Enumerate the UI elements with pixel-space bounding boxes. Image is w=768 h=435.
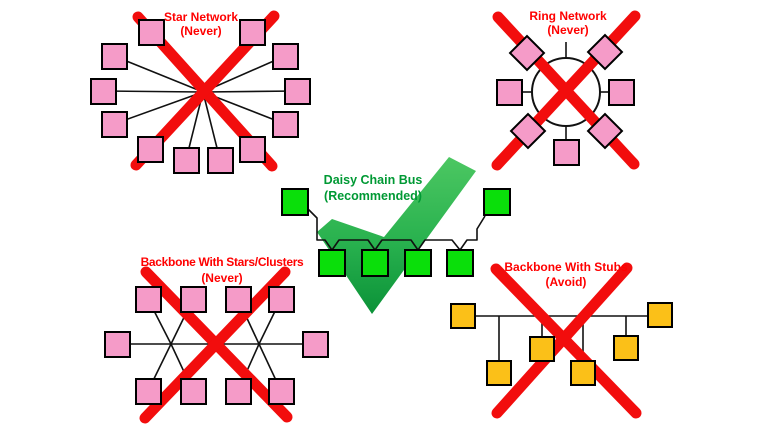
star-node [272, 111, 299, 138]
red-cross-mark [490, 262, 642, 419]
cluster-node [268, 286, 295, 313]
daisy-chain-group: Daisy Chain Bus (Recommended) [281, 157, 511, 314]
daisy-chain-verdict: (Recommended) [324, 189, 422, 203]
bus-line [307, 208, 486, 251]
link-line [202, 55, 286, 93]
cluster-node [135, 286, 162, 313]
cluster-node [135, 378, 162, 405]
bus-node [404, 249, 432, 277]
star-node [101, 43, 128, 70]
stub-node [450, 303, 476, 329]
bus-node [281, 188, 309, 216]
green-checkmark [317, 157, 476, 314]
star-node [207, 147, 234, 174]
cluster-node [268, 378, 295, 405]
star-node [138, 19, 165, 46]
star-node [101, 111, 128, 138]
cluster-node [180, 378, 207, 405]
stub-node [486, 360, 512, 386]
ring-node [608, 79, 635, 106]
stub-node [613, 335, 639, 361]
star-network-group: Star Network (Never) [90, 10, 311, 174]
bus-node [483, 188, 511, 216]
ring-node-diamond [586, 33, 624, 71]
star-node [137, 136, 164, 163]
ring-node [553, 139, 580, 166]
ring-title: Ring Network [529, 9, 607, 23]
backbone-stubs-title: Backbone With Stubs [504, 260, 628, 274]
daisy-chain-title: Daisy Chain Bus [324, 173, 423, 187]
cluster-node [104, 331, 131, 358]
backbone-stubs-group: Backbone With Stubs (Avoid) [450, 260, 673, 419]
link-line [202, 90, 298, 93]
star-title: Star Network [164, 10, 238, 24]
ring-node-diamond [508, 34, 546, 72]
link-line [113, 91, 204, 125]
star-node [173, 147, 200, 174]
star-node [272, 43, 299, 70]
bus-node [318, 249, 346, 277]
stub-node [529, 336, 555, 362]
ring-node [496, 79, 523, 106]
red-cross-mark [139, 266, 293, 424]
ring-network-group: Ring Network (Never) [491, 9, 641, 171]
star-node [284, 78, 311, 105]
backbone-clusters-title: Backbone With Stars/Clusters [141, 255, 304, 269]
stub-nodes [450, 302, 673, 386]
red-x-stroke [139, 266, 291, 424]
backbone-clusters-verdict: (Never) [201, 271, 242, 285]
cluster-nodes [104, 286, 329, 405]
link-line [102, 90, 204, 93]
star-verdict: (Never) [180, 24, 221, 38]
star-node [239, 19, 266, 46]
star-node [90, 78, 117, 105]
red-x-stroke [491, 262, 633, 419]
ring-verdict: (Never) [547, 23, 588, 37]
backbone-clusters-group: Backbone With Stars/Clusters (Never) [104, 255, 329, 424]
bus-node [361, 249, 389, 277]
stub-node [647, 302, 673, 328]
star-nodes [90, 19, 311, 174]
star-node [239, 136, 266, 163]
cluster-node [302, 331, 329, 358]
cluster-node [225, 378, 252, 405]
cluster-node [225, 286, 252, 313]
backbone-stubs-verdict: (Avoid) [546, 275, 587, 289]
cluster-node [180, 286, 207, 313]
bus-nodes [281, 188, 511, 277]
link-line [113, 55, 204, 93]
ring-node-diamond [586, 112, 624, 150]
ring-nodes [496, 33, 635, 166]
bus-node [446, 249, 474, 277]
ring-node-diamond [509, 112, 547, 150]
stub-node [570, 360, 596, 386]
